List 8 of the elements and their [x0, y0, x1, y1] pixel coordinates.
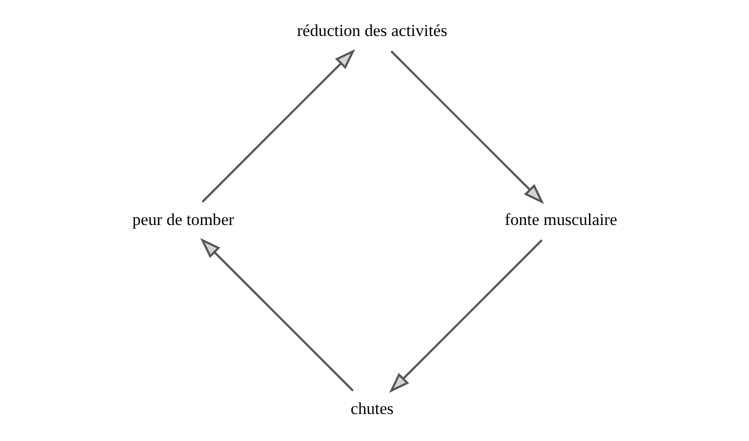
node-text: fonte musculaire: [504, 210, 618, 228]
node-text: peur de tomber: [132, 210, 234, 228]
node-text: chutes: [350, 398, 394, 418]
arrow: [390, 50, 544, 204]
arrow: [389, 238, 543, 392]
arrow: [200, 237, 354, 391]
arrow: [202, 48, 356, 202]
node-text: réduction des activités: [296, 20, 448, 40]
